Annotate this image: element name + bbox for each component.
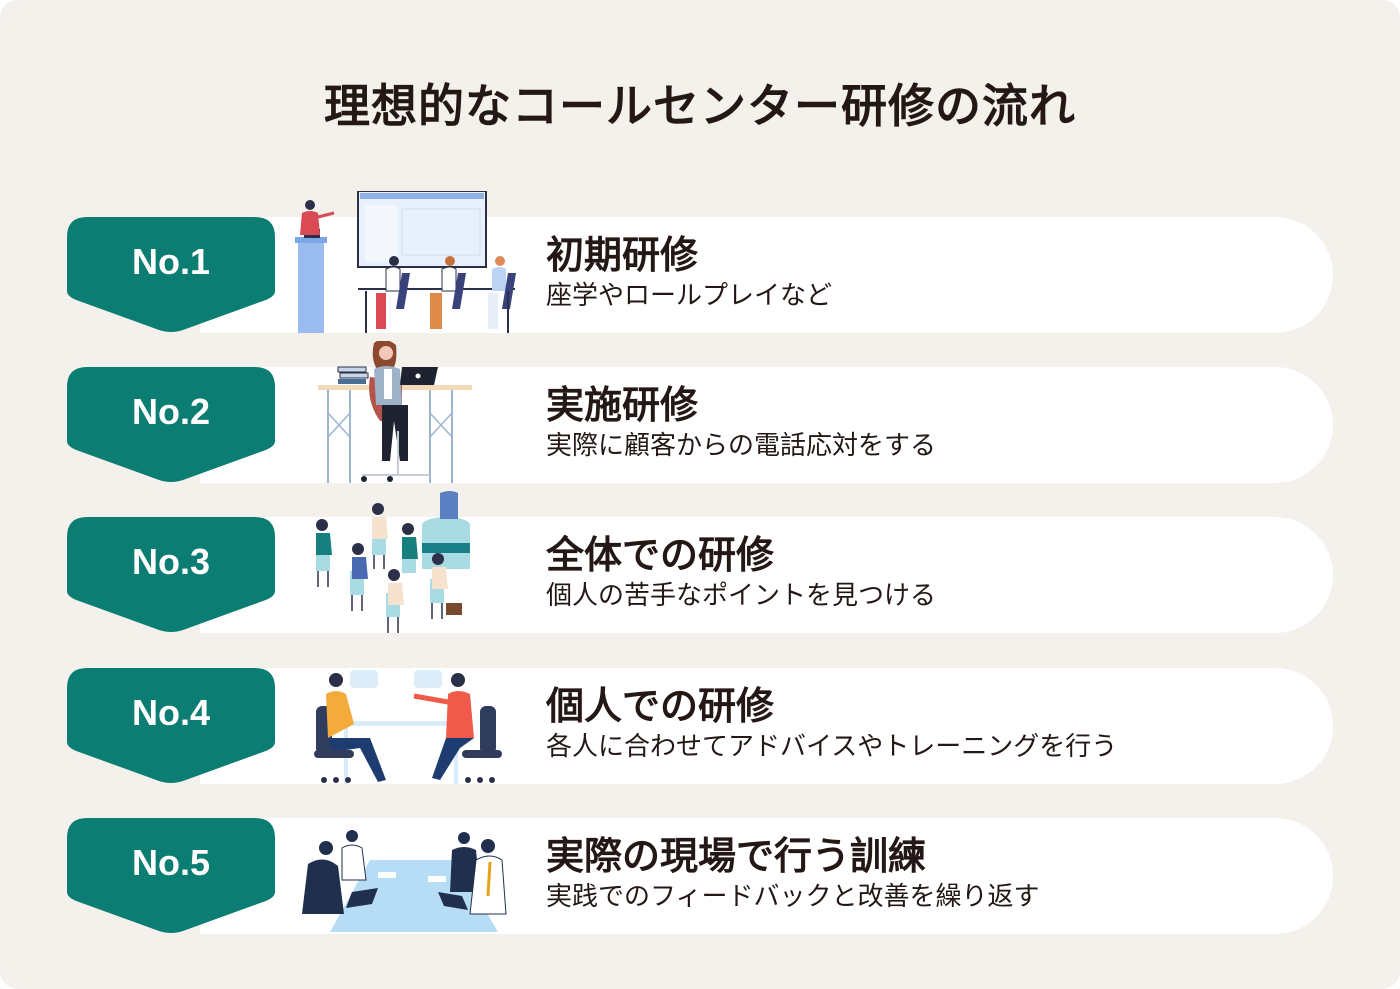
one-on-one-meeting-illustration <box>290 642 520 784</box>
step-description: 実践でのフィードバックと改善を繰り返す <box>546 882 1040 912</box>
phone-operator-desk-illustration <box>290 339 520 483</box>
step-heading: 個人での研修 <box>546 684 775 728</box>
step-badge-label: No.2 <box>131 391 210 432</box>
step-row-1: No.1 <box>0 190 1400 333</box>
step-text: 個人での研修 各人に合わせてアドバイスやトレーニングを行う <box>546 682 1117 764</box>
step-description: 個人の苦手なポイントを見つける <box>546 581 937 611</box>
step-badge: No.2 <box>67 367 275 483</box>
step-badge: No.5 <box>67 818 275 934</box>
step-heading: 実施研修 <box>546 383 699 427</box>
step-heading: 実際の現場で行う訓練 <box>546 834 927 878</box>
step-description: 各人に合わせてアドバイスやトレーニングを行う <box>546 732 1118 762</box>
badge-chevron-shape <box>67 367 275 482</box>
step-badge-label: No.4 <box>131 692 210 733</box>
step-badge: No.1 <box>67 217 275 333</box>
step-badge-label: No.1 <box>131 241 210 282</box>
step-row-5: No.5 実際の現場で行う訓練 実践でのフィードバックと <box>0 818 1400 934</box>
step-row-4: No.4 <box>0 668 1400 784</box>
group-seminar-illustration <box>290 477 520 633</box>
step-badge: No.4 <box>67 668 275 784</box>
badge-chevron-shape <box>67 517 275 632</box>
conference-table-meeting-illustration <box>290 792 520 934</box>
step-text: 実施研修 実際に顧客からの電話応対をする <box>546 381 936 463</box>
badge-chevron-shape <box>67 668 275 783</box>
step-heading: 初期研修 <box>546 233 699 277</box>
step-text: 全体での研修 個人の苦手なポイントを見つける <box>546 531 936 613</box>
step-badge: No.3 <box>67 517 275 633</box>
step-text: 実際の現場で行う訓練 実践でのフィードバックと改善を繰り返す <box>546 832 1039 914</box>
step-description: 実際に顧客からの電話応対をする <box>546 431 937 461</box>
step-badge-label: No.5 <box>131 842 210 883</box>
step-text: 初期研修 座学やロールプレイなど <box>546 231 832 313</box>
page-title: 理想的なコールセンター研修の流れ <box>324 79 1076 133</box>
badge-chevron-shape <box>67 818 275 933</box>
presentation-classroom-illustration <box>290 190 520 333</box>
step-badge-label: No.3 <box>131 541 210 582</box>
step-description: 座学やロールプレイなど <box>546 281 833 311</box>
step-row-2: No.2 <box>0 339 1400 483</box>
badge-chevron-shape <box>67 217 275 332</box>
step-row-3: No.3 <box>0 477 1400 633</box>
step-heading: 全体での研修 <box>546 533 775 577</box>
